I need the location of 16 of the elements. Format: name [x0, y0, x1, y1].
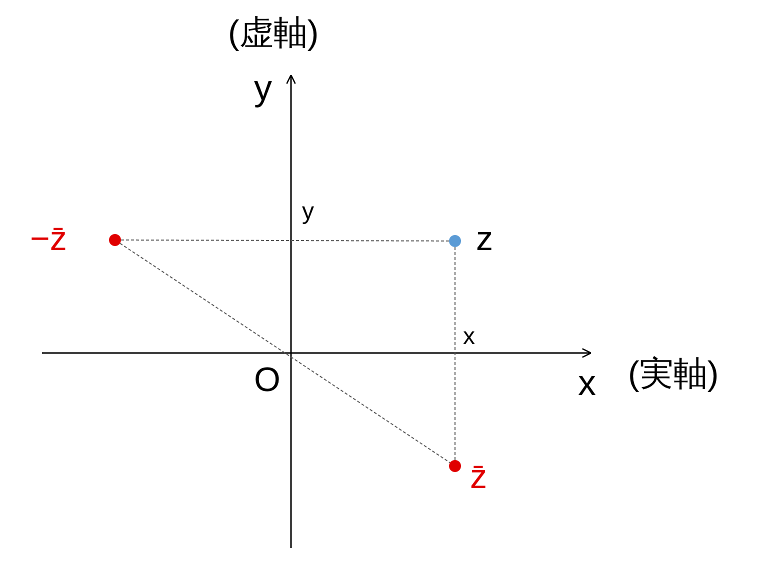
dashed-line	[120, 242, 450, 464]
dashed-line	[120, 240, 450, 242]
point-label: −z̄	[30, 222, 67, 256]
origin-label: O	[254, 363, 280, 397]
coordinate-label: x	[463, 325, 475, 349]
point-dot	[449, 235, 461, 247]
axis-title: (虚軸)	[228, 16, 319, 50]
point-label: z	[476, 222, 493, 256]
coordinate-label: y	[302, 200, 314, 224]
axis-title: (実軸)	[628, 357, 719, 391]
point-label: z̄	[470, 460, 487, 494]
dashed-line	[454, 246, 456, 460]
axis-label: x	[578, 365, 596, 401]
point-dot	[109, 234, 121, 246]
axis-label: y	[254, 70, 272, 106]
point-dot	[449, 460, 461, 472]
